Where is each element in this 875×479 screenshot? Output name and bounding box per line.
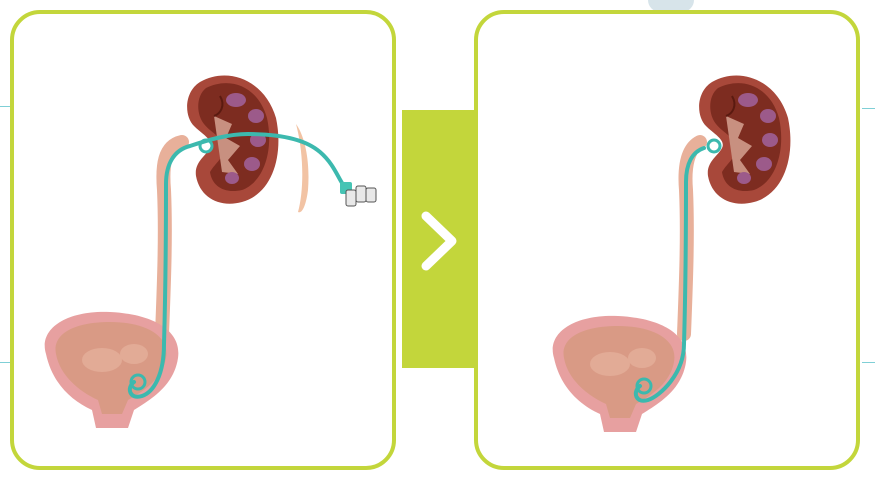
stent-renal-coil (708, 140, 720, 152)
panel-before (10, 10, 396, 470)
panel-after (474, 10, 860, 470)
after-illustration (478, 14, 860, 470)
kidney (187, 75, 278, 203)
background-line-bottom-right (862, 362, 875, 363)
transition-connector (402, 110, 474, 368)
before-illustration (14, 14, 396, 470)
bladder (45, 312, 179, 428)
background-line-top-right (862, 108, 875, 109)
nephrostomy-catheter-hub (340, 182, 376, 206)
chevron-right-icon (420, 210, 460, 272)
skin-flank (296, 124, 309, 212)
bladder (553, 316, 687, 432)
